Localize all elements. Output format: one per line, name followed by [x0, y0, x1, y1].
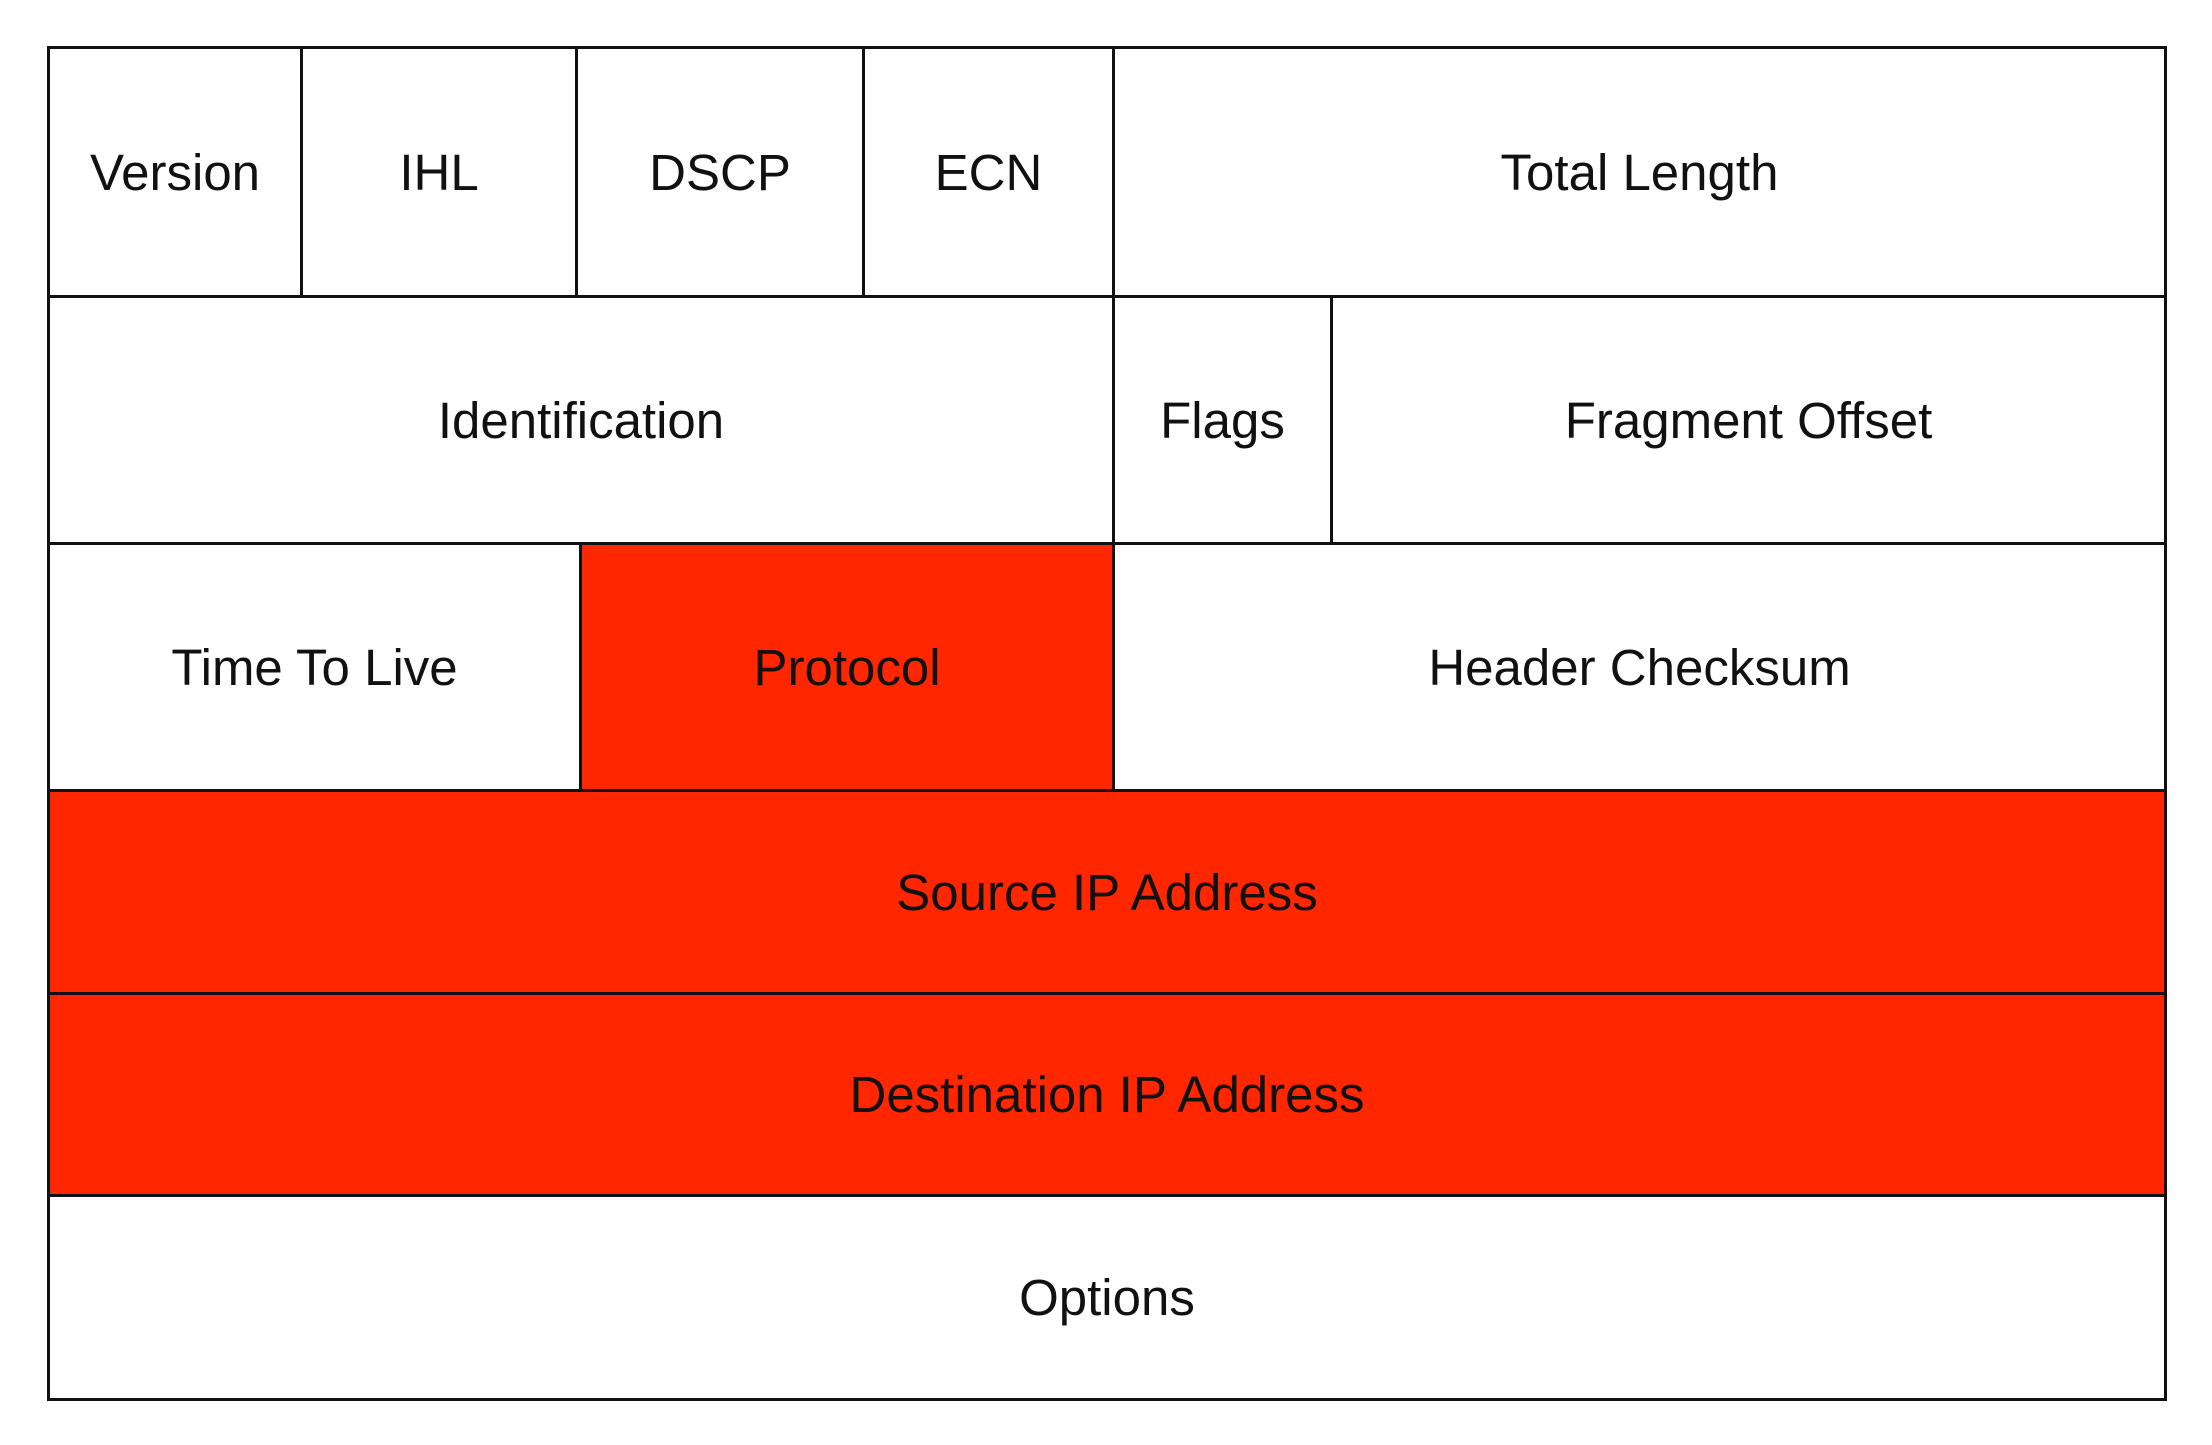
field-header-checksum: Header Checksum — [1112, 542, 2167, 792]
field-ecn-label: ECN — [934, 143, 1043, 201]
field-time-to-live: Time To Live — [47, 542, 582, 792]
field-identification-label: Identification — [437, 391, 725, 449]
field-version: Version — [47, 46, 303, 298]
field-ihl: IHL — [300, 46, 578, 298]
field-options-label: Options — [1019, 1269, 1195, 1326]
field-flags: Flags — [1112, 295, 1333, 545]
field-flags-label: Flags — [1160, 391, 1285, 449]
field-fragment-offset: Fragment Offset — [1330, 295, 2167, 545]
field-options: Options — [47, 1194, 2167, 1401]
field-source-ip-address-label: Source IP Address — [896, 863, 1318, 921]
field-protocol: Protocol — [579, 542, 1115, 792]
field-total-length: Total Length — [1112, 46, 2167, 298]
field-fragment-offset-label: Fragment Offset — [1564, 391, 1933, 449]
field-protocol-label: Protocol — [753, 638, 941, 696]
field-ecn: ECN — [862, 46, 1115, 298]
field-destination-ip-address: Destination IP Address — [47, 992, 2167, 1197]
field-header-checksum-label: Header Checksum — [1428, 638, 1851, 696]
field-time-to-live-label: Time To Live — [171, 638, 458, 696]
field-version-label: Version — [89, 143, 261, 201]
field-identification: Identification — [47, 295, 1115, 545]
field-dscp: DSCP — [575, 46, 865, 298]
field-destination-ip-address-label: Destination IP Address — [849, 1066, 1365, 1123]
field-total-length-label: Total Length — [1500, 143, 1779, 201]
field-ihl-label: IHL — [399, 143, 479, 201]
field-source-ip-address: Source IP Address — [47, 789, 2167, 995]
field-dscp-label: DSCP — [649, 143, 791, 201]
